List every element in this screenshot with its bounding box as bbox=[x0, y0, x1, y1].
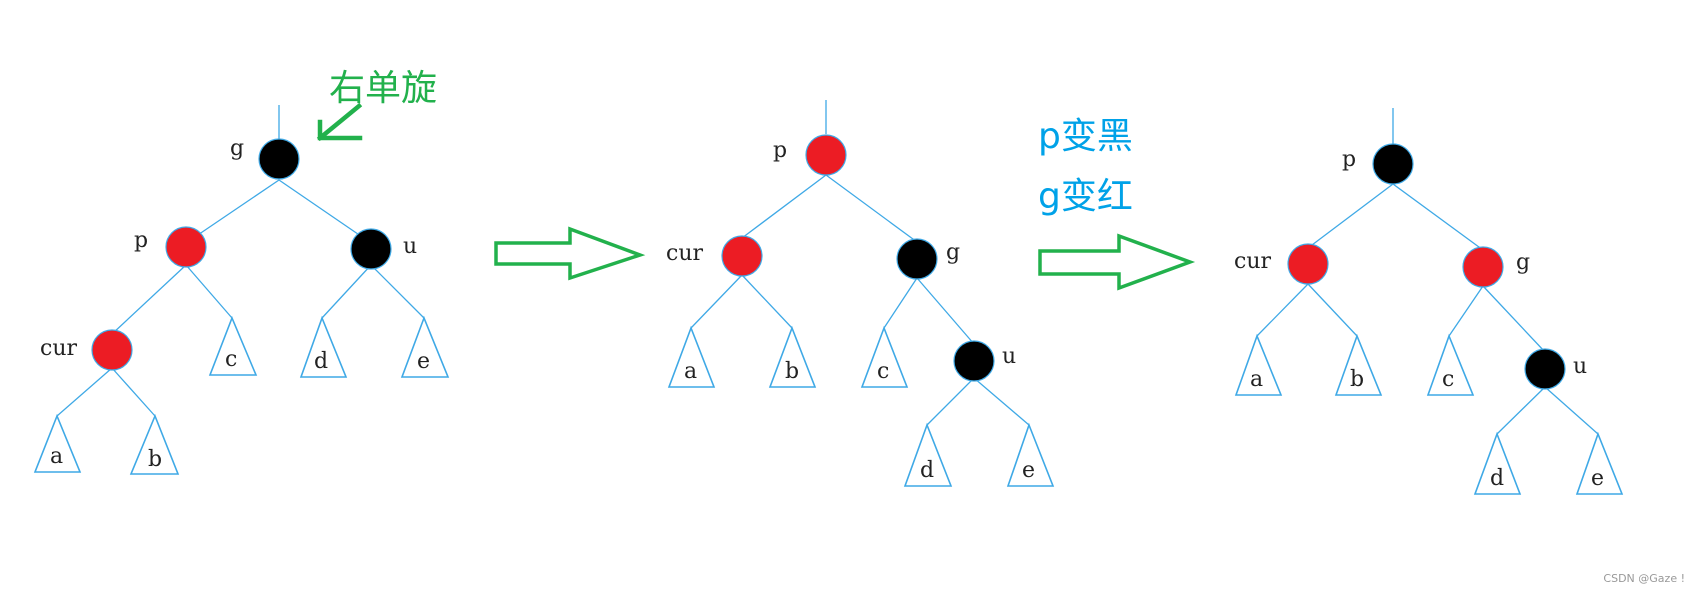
subtree-label-a: a bbox=[50, 444, 63, 469]
recolor-line-g: g变红 bbox=[1038, 176, 1133, 217]
subtree-d bbox=[1473, 431, 1522, 495]
node-label-p: p bbox=[773, 138, 787, 163]
subtree-label-d: d bbox=[314, 349, 328, 374]
subtree-e bbox=[1575, 431, 1624, 495]
edge-cur-b bbox=[741, 274, 793, 329]
subtree-label-a: a bbox=[1250, 367, 1263, 392]
subtree-c bbox=[208, 315, 258, 376]
subtree-d bbox=[903, 422, 953, 487]
edge-cur-a bbox=[1256, 283, 1309, 337]
node-p bbox=[805, 134, 847, 176]
edge-p-g bbox=[825, 174, 918, 243]
edge-u-d bbox=[1496, 386, 1546, 435]
subtree-label-b: b bbox=[1350, 367, 1364, 392]
edge-u-d bbox=[926, 377, 975, 426]
edge-u-e bbox=[1544, 386, 1599, 435]
edge-cur-a bbox=[690, 274, 743, 329]
edge-g-p bbox=[185, 179, 280, 244]
subtree-e bbox=[400, 315, 450, 378]
node-label-cur: cur bbox=[40, 336, 77, 361]
edge-u-d bbox=[321, 264, 372, 319]
edge-g-u bbox=[916, 277, 975, 345]
node-g bbox=[1462, 246, 1504, 288]
node-u bbox=[953, 340, 995, 382]
node-label-g: g bbox=[946, 240, 960, 265]
node-cur bbox=[721, 235, 763, 277]
subtree-label-e: e bbox=[1591, 466, 1604, 491]
subtree-a bbox=[667, 325, 716, 388]
watermark: CSDN @Gaze ! bbox=[1603, 572, 1685, 585]
node-label-cur: cur bbox=[666, 241, 703, 266]
subtree-label-b: b bbox=[785, 359, 799, 384]
edge-cur-a bbox=[56, 367, 113, 417]
subtree-label-e: e bbox=[417, 349, 430, 374]
tree-before: a b c d e g p u cur 右单旋 bbox=[33, 68, 450, 475]
node-g bbox=[896, 238, 938, 280]
edge-g-c bbox=[883, 277, 918, 329]
tree-after-rotation: a b c d e p cur g u bbox=[666, 100, 1055, 487]
node-label-u: u bbox=[403, 234, 417, 259]
node-p bbox=[1372, 143, 1414, 185]
edge-cur-b bbox=[1307, 283, 1358, 337]
subtree-label-c: c bbox=[1442, 367, 1454, 392]
node-g bbox=[258, 138, 300, 180]
node-p bbox=[165, 226, 207, 268]
node-label-g: g bbox=[1516, 250, 1530, 275]
node-label-u: u bbox=[1573, 354, 1587, 379]
subtree-c bbox=[860, 325, 909, 388]
edge-p-c bbox=[185, 264, 233, 319]
subtree-a bbox=[33, 413, 82, 473]
node-label-p: p bbox=[134, 228, 148, 253]
node-u bbox=[1524, 348, 1566, 390]
edge-p-cur bbox=[1307, 183, 1394, 249]
subtree-label-e: e bbox=[1022, 458, 1035, 483]
node-cur bbox=[91, 329, 133, 371]
edge-cur-b bbox=[111, 367, 156, 417]
edge-u-e bbox=[973, 377, 1030, 426]
subtree-c bbox=[1426, 333, 1475, 396]
edge-g-u bbox=[1482, 285, 1546, 353]
subtree-b bbox=[768, 325, 817, 388]
subtree-label-c: c bbox=[877, 359, 889, 384]
rotation-arrow-icon bbox=[316, 102, 363, 142]
edge-g-c bbox=[1448, 285, 1484, 337]
edge-u-e bbox=[370, 264, 425, 319]
recolor-line-p: p变黑 bbox=[1038, 116, 1133, 157]
subtree-label-a: a bbox=[684, 359, 697, 384]
node-label-u: u bbox=[1002, 344, 1016, 369]
subtree-b bbox=[1334, 333, 1383, 396]
subtree-label-b: b bbox=[148, 447, 162, 472]
edge-p-cur bbox=[741, 174, 827, 239]
edge-g-u bbox=[278, 179, 372, 244]
subtree-label-d: d bbox=[1490, 466, 1504, 491]
edge-p-cur bbox=[111, 264, 187, 335]
tree-after-recolor: a b c d e p cur g u bbox=[1234, 108, 1624, 495]
transition-arrow-2-icon bbox=[1038, 233, 1196, 291]
subtree-label-c: c bbox=[225, 347, 237, 372]
subtree-b bbox=[129, 413, 180, 475]
node-u bbox=[350, 228, 392, 270]
subtree-d bbox=[299, 315, 348, 378]
edge-p-g bbox=[1392, 183, 1484, 251]
rotation-label: 右单旋 bbox=[329, 68, 437, 109]
subtree-label-d: d bbox=[920, 458, 934, 483]
node-label-cur: cur bbox=[1234, 249, 1271, 274]
transition-arrow-1-icon bbox=[494, 226, 646, 281]
subtree-a bbox=[1234, 333, 1283, 396]
node-label-g: g bbox=[230, 136, 244, 161]
node-cur bbox=[1287, 243, 1329, 285]
subtree-e bbox=[1006, 422, 1055, 487]
node-label-p: p bbox=[1342, 147, 1356, 172]
